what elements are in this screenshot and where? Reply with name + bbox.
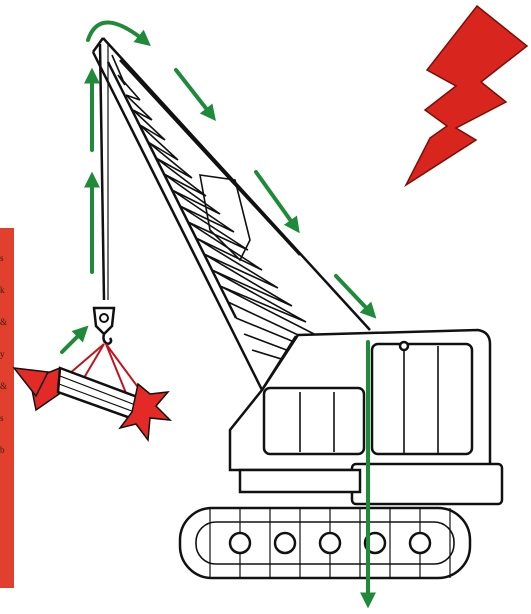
sidebar-fragment: & xyxy=(0,316,14,328)
sidebar-fragment: s xyxy=(0,252,14,264)
hook-icon xyxy=(94,308,114,344)
pipe-bundle-load xyxy=(14,368,170,440)
sidebar-fragment: s xyxy=(0,412,14,424)
hoist-line xyxy=(100,44,108,300)
sidebar-fragment: & xyxy=(0,380,14,392)
sidebar-fragment: k xyxy=(0,284,14,296)
crane-tracks xyxy=(180,508,470,578)
sidebar-fragment: b xyxy=(0,444,14,456)
lightning-bolt-icon xyxy=(406,6,527,185)
sidebar-text: s k & y & s b xyxy=(0,232,14,582)
sidebar-fragment: y xyxy=(0,348,14,360)
